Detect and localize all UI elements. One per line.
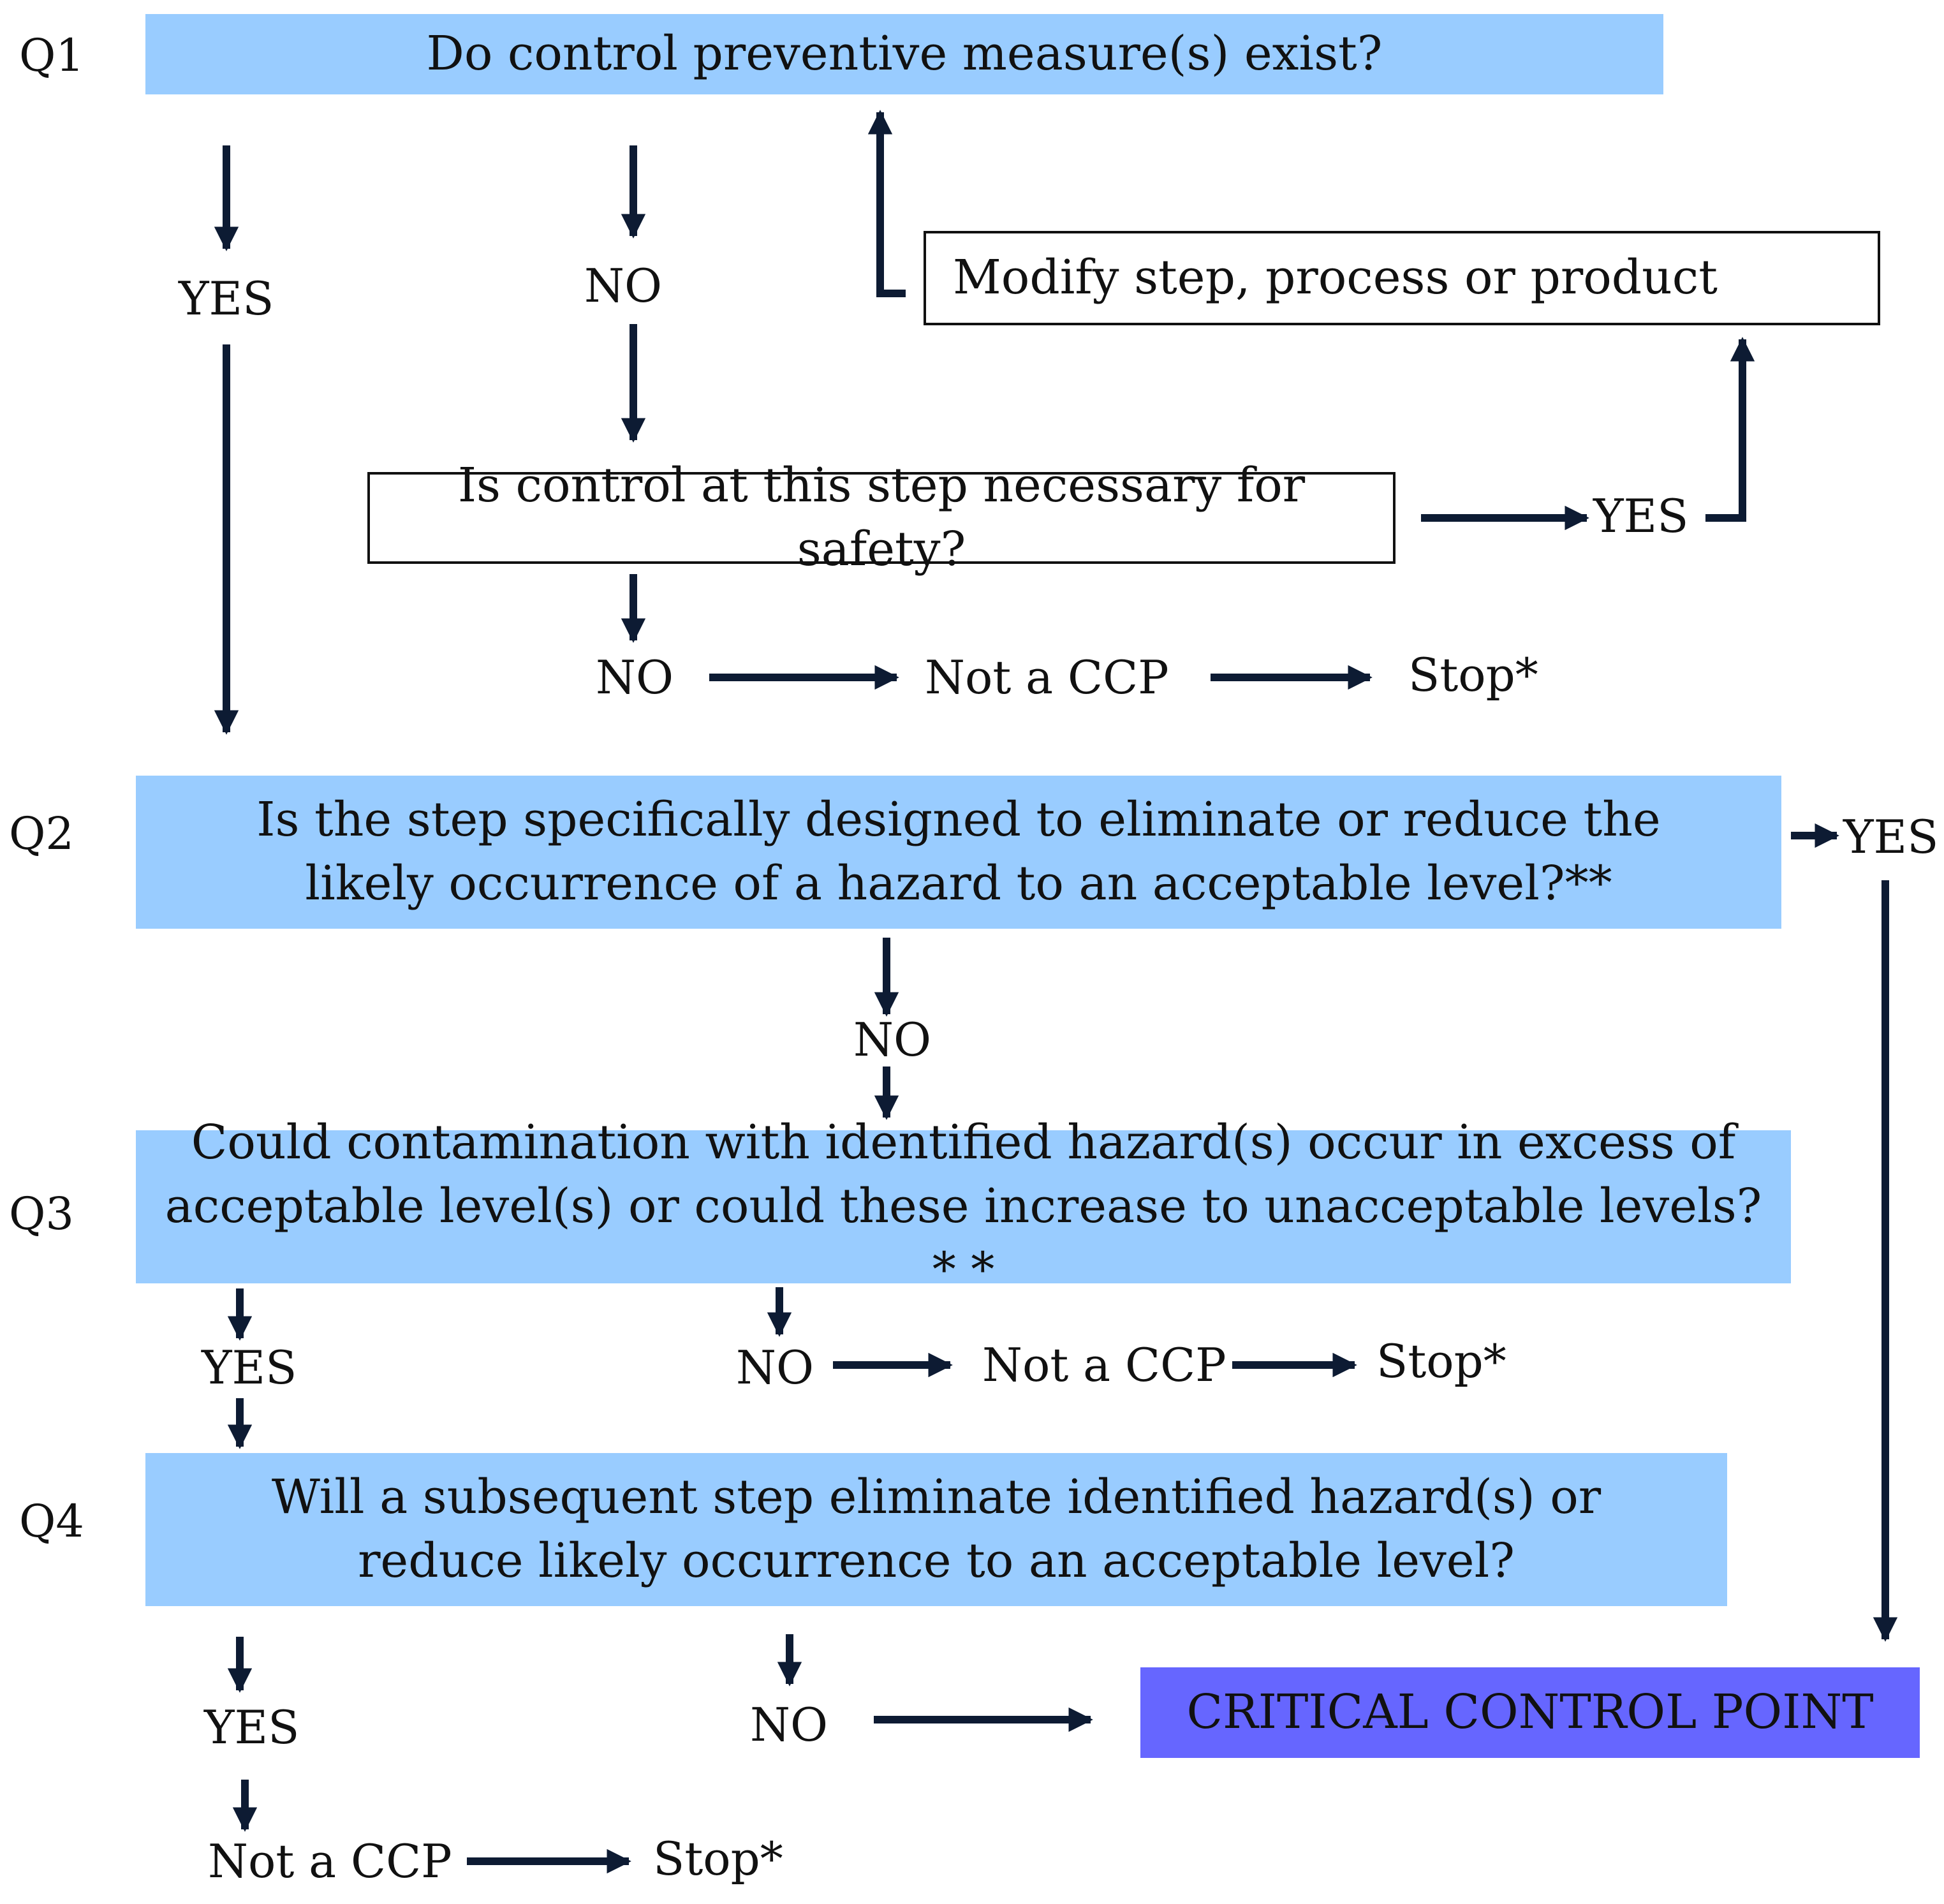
q4-box: Will a subsequent step eliminate identif… bbox=[145, 1453, 1727, 1606]
necessary-yes-up-arrow bbox=[1705, 337, 1755, 522]
necessary-yes-label: YES bbox=[1593, 489, 1689, 543]
q4-tag: Q4 bbox=[19, 1495, 84, 1547]
q1-text: Do control preventive measure(s) exist? bbox=[426, 26, 1383, 82]
q3-box: Could contamination with identified haza… bbox=[136, 1115, 1791, 1297]
necessary-no-label: NO bbox=[596, 651, 674, 704]
q2-tag: Q2 bbox=[9, 808, 74, 860]
necessary-box: Is control at this step necessary for sa… bbox=[367, 458, 1395, 577]
modify-box: Modify step, process or product bbox=[924, 231, 1880, 325]
necessary-text: Is control at this step necessary for sa… bbox=[457, 458, 1306, 577]
q3-text: Could contamination with identified haza… bbox=[165, 1115, 1762, 1297]
modify-return-arrow bbox=[867, 110, 906, 297]
necessary-stop-label: Stop* bbox=[1408, 648, 1538, 702]
q2-no-label: NO bbox=[853, 1013, 932, 1066]
q4-text: Will a subsequent step eliminate identif… bbox=[271, 1470, 1602, 1588]
q3-no-label: NO bbox=[736, 1341, 814, 1394]
q2-text: Is the step specifically designed to eli… bbox=[256, 792, 1661, 911]
q2-yes-label: YES bbox=[1843, 810, 1939, 864]
q1-tag: Q1 bbox=[19, 29, 84, 82]
necessary-not-ccp-label: Not a CCP bbox=[925, 651, 1169, 704]
q4-stop-label: Stop* bbox=[653, 1832, 783, 1886]
q3-tag: Q3 bbox=[9, 1188, 74, 1240]
modify-text: Modify step, process or product bbox=[953, 250, 1718, 306]
q3-yes-label: YES bbox=[202, 1341, 297, 1394]
q4-no-label: NO bbox=[750, 1698, 828, 1752]
q1-yes-label: YES bbox=[179, 272, 274, 325]
q3-stop-label: Stop* bbox=[1376, 1334, 1506, 1388]
q2-box: Is the step specifically designed to eli… bbox=[136, 776, 1781, 929]
critical-control-point-box: CRITICAL CONTROL POINT bbox=[1140, 1667, 1920, 1758]
critical-control-point-text: CRITICAL CONTROL POINT bbox=[1186, 1685, 1874, 1740]
q4-yes-label: YES bbox=[204, 1701, 300, 1754]
q4-not-ccp-label: Not a CCP bbox=[208, 1834, 452, 1888]
q3-not-ccp-label: Not a CCP bbox=[982, 1338, 1226, 1392]
q1-no-label: NO bbox=[584, 259, 663, 313]
q1-box: Do control preventive measure(s) exist? bbox=[145, 14, 1663, 94]
